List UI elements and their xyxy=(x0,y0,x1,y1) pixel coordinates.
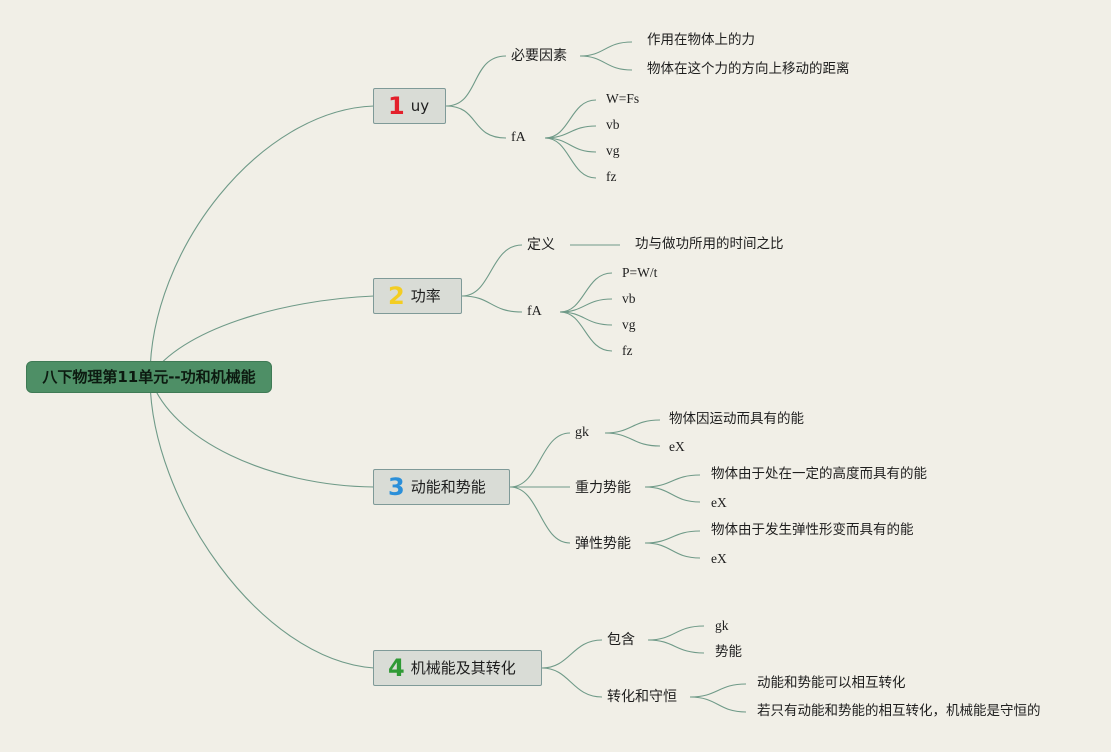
topic-3-sub-2[interactable]: 重力势能 xyxy=(575,480,631,496)
topic-2-sub-2[interactable]: fA xyxy=(527,304,542,319)
topic-1-sub-2-leaf-2[interactable]: vb xyxy=(606,117,620,132)
topic-1-number: 1 xyxy=(388,92,405,120)
topic-3-sub-1-leaf-1[interactable]: 物体因运动而具有的能 xyxy=(669,411,804,427)
topic-4-sub-1-leaf-1[interactable]: gk xyxy=(715,618,729,633)
topic-2-sub-1[interactable]: 定义 xyxy=(527,237,555,253)
topic-3-sub-2-leaf-1[interactable]: 物体由于处在一定的高度而具有的能 xyxy=(711,466,927,482)
topic-4-sub-2-leaf-1[interactable]: 动能和势能可以相互转化 xyxy=(757,675,906,691)
topic-3-number: 3 xyxy=(388,473,405,501)
topic-3-sub-3[interactable]: 弹性势能 xyxy=(575,536,631,552)
topic-1-sub-1-leaf-2[interactable]: 物体在这个力的方向上移动的距离 xyxy=(647,61,850,77)
topic-3-sub-1[interactable]: gk xyxy=(575,425,589,440)
topic-4-sub-2-leaf-2[interactable]: 若只有动能和势能的相互转化，机械能是守恒的 xyxy=(757,703,1041,719)
topic-4-sub-2[interactable]: 转化和守恒 xyxy=(607,689,677,705)
topic-2-sub-1-leaf-1[interactable]: 功与做功所用的时间之比 xyxy=(635,236,784,252)
topic-3-sub-3-leaf-1[interactable]: 物体由于发生弹性形变而具有的能 xyxy=(711,522,914,538)
topic-1-sub-1-leaf-1[interactable]: 作用在物体上的力 xyxy=(647,32,755,48)
topic-1-sub-2-leaf-1[interactable]: W=Fs xyxy=(606,91,640,106)
topic-4-sub-1[interactable]: 包含 xyxy=(607,632,635,648)
topic-4-sub-1-leaf-2[interactable]: 势能 xyxy=(715,644,742,660)
topic-1-label: uy xyxy=(410,96,430,115)
topic-1-sub-1[interactable]: 必要因素 xyxy=(511,48,567,64)
topic-3-sub-2-leaf-2[interactable]: eX xyxy=(711,495,727,510)
topic-1-sub-2[interactable]: fA xyxy=(511,130,526,145)
topic-1-sub-2-leaf-4[interactable]: fz xyxy=(606,169,617,184)
topic-2-sub-2-leaf-1[interactable]: P=W/t xyxy=(622,265,658,280)
topic-4-label: 机械能及其转化 xyxy=(410,658,516,677)
topic-3-sub-3-leaf-2[interactable]: eX xyxy=(711,551,727,566)
topic-1-sub-2-leaf-3[interactable]: vg xyxy=(606,143,620,158)
topic-2-node[interactable]: 2 功率 xyxy=(373,278,462,314)
topic-2-number: 2 xyxy=(388,282,405,310)
root-label: 八下物理第11单元--功和机械能 xyxy=(42,367,256,386)
topic-1-node[interactable]: 1 uy xyxy=(373,88,446,124)
topic-2-sub-2-leaf-4[interactable]: fz xyxy=(622,343,633,358)
topic-2-label: 功率 xyxy=(410,286,441,305)
topic-3-sub-1-leaf-2[interactable]: eX xyxy=(669,439,685,454)
topic-4-node[interactable]: 4 机械能及其转化 xyxy=(373,650,542,686)
topic-2-sub-2-leaf-3[interactable]: vg xyxy=(622,317,636,332)
topic-4-number: 4 xyxy=(388,654,405,682)
topic-3-label: 动能和势能 xyxy=(410,477,486,496)
root-node[interactable]: 八下物理第11单元--功和机械能 xyxy=(26,361,272,393)
topic-2-sub-2-leaf-2[interactable]: vb xyxy=(622,291,636,306)
topic-3-node[interactable]: 3 动能和势能 xyxy=(373,469,510,505)
